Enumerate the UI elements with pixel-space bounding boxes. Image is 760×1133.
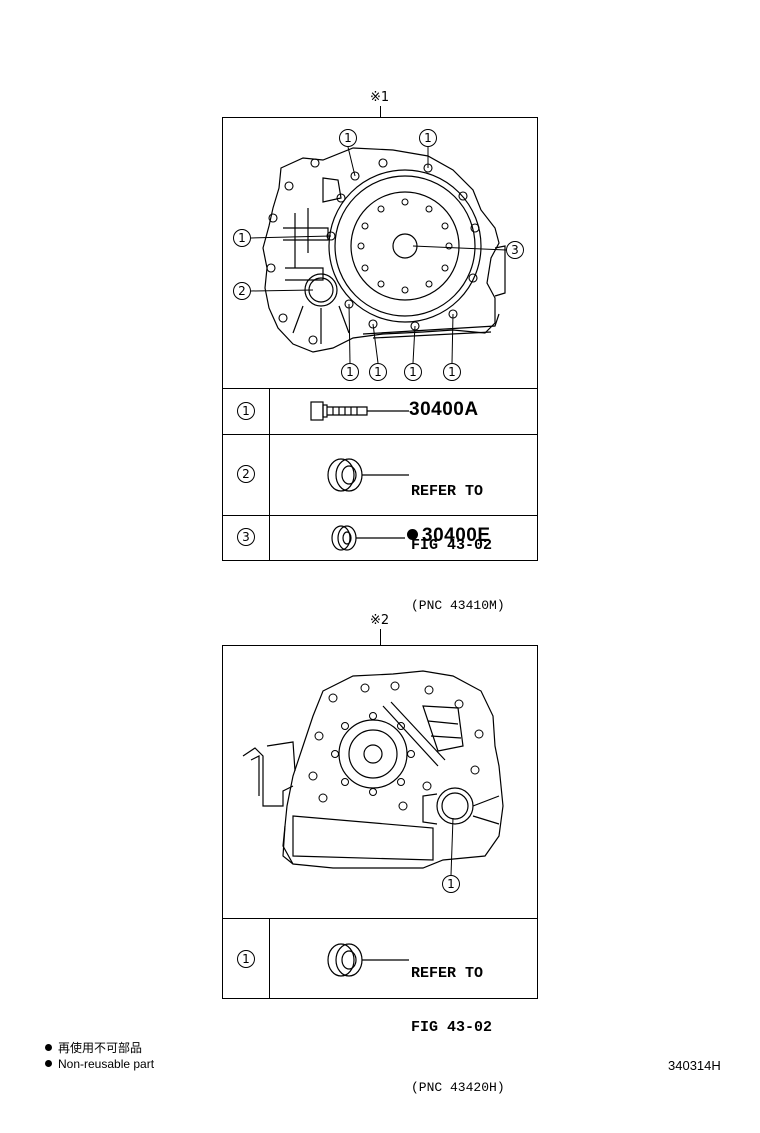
- table-1-row-3-index: 3: [237, 528, 255, 546]
- oil-seal-icon: [327, 458, 409, 492]
- table-2-row-1-refer: REFER TO FIG 43-02 (PNC 43420H): [411, 929, 505, 1133]
- legend: 再使用不可部品 Non-reusable part: [45, 1040, 154, 1072]
- bolt-icon: [310, 401, 409, 421]
- table-1-row-2-refer: REFER TO FIG 43-02 (PNC 43410M): [411, 447, 505, 651]
- legend-text-japanese: 再使用不可部品: [58, 1041, 143, 1055]
- callout-1-bottom-a: 1: [341, 363, 359, 381]
- panel-2: 1 1 REFER TO FIG 43-02 (PNC 43420H): [222, 645, 538, 1095]
- callout-2-left: 2: [233, 282, 251, 300]
- non-reusable-dot-icon: [407, 529, 418, 540]
- table-1-column-rule: [269, 388, 270, 560]
- callout-1-top-left: 1: [339, 129, 357, 147]
- illustration-code: 340314H: [668, 1058, 721, 1073]
- callout-1-left: 1: [233, 229, 251, 247]
- callout-1-top-right: 1: [419, 129, 437, 147]
- oil-seal-small-icon: [331, 525, 405, 551]
- table-1-row-rule-1: [223, 434, 537, 435]
- table-2-top-rule: [223, 918, 537, 919]
- table-1-row-2-index: 2: [237, 465, 255, 483]
- legend-dot-icon: [45, 1044, 52, 1051]
- table-2-column-rule: [269, 918, 270, 998]
- table-2-row-1-refer-line-1: REFER TO: [411, 965, 484, 982]
- table-1-row-2-pnc: (PNC 43410M): [411, 598, 505, 613]
- transaxle-front-view-illustration: [262, 147, 506, 353]
- table-1-row-3-part-number: 30400E: [407, 525, 491, 547]
- oil-seal-icon: [327, 943, 409, 977]
- legend-text-english: Non-reusable part: [58, 1057, 155, 1071]
- legend-line-english: Non-reusable part: [45, 1056, 154, 1072]
- panel-2-leader-lines: [450, 817, 454, 876]
- callout-3-right: 3: [506, 241, 524, 259]
- callout-1-bottom-d: 1: [443, 363, 461, 381]
- callout-1-differential: 1: [442, 875, 460, 893]
- table-1-row-rule-2: [223, 515, 537, 516]
- panel-1-label: ※1: [370, 90, 390, 105]
- legend-dot-icon: [45, 1060, 52, 1067]
- panel-1-label-leader: [380, 106, 381, 118]
- panel-1-leader-lines: [250, 146, 507, 364]
- transaxle-rear-view-illustration: [242, 670, 504, 869]
- table-1-row-2-refer-line-1: REFER TO: [411, 483, 484, 500]
- callout-1-bottom-b: 1: [369, 363, 387, 381]
- table-1-row-2-refer-line-2: FIG 43-02: [411, 537, 493, 554]
- panel-2-label: ※2: [370, 613, 390, 628]
- legend-line-japanese: 再使用不可部品: [45, 1040, 154, 1056]
- panel-1: 1 1 1 2 3 1 1 1 1 1 30400A: [222, 117, 538, 613]
- table-1-row-1-part-number: 30400A: [409, 399, 479, 420]
- table-2-row-1-pnc: (PNC 43420H): [411, 1080, 505, 1095]
- table-2-row-1-refer-line-2: FIG 43-02: [411, 1019, 493, 1036]
- table-2-row-1-index: 1: [237, 950, 255, 968]
- table-1-top-rule: [223, 388, 537, 389]
- table-1-row-3-part-text: 30400E: [422, 525, 491, 546]
- panel-2-label-leader: [380, 629, 381, 645]
- table-1-row-1-index: 1: [237, 402, 255, 420]
- callout-1-bottom-c: 1: [404, 363, 422, 381]
